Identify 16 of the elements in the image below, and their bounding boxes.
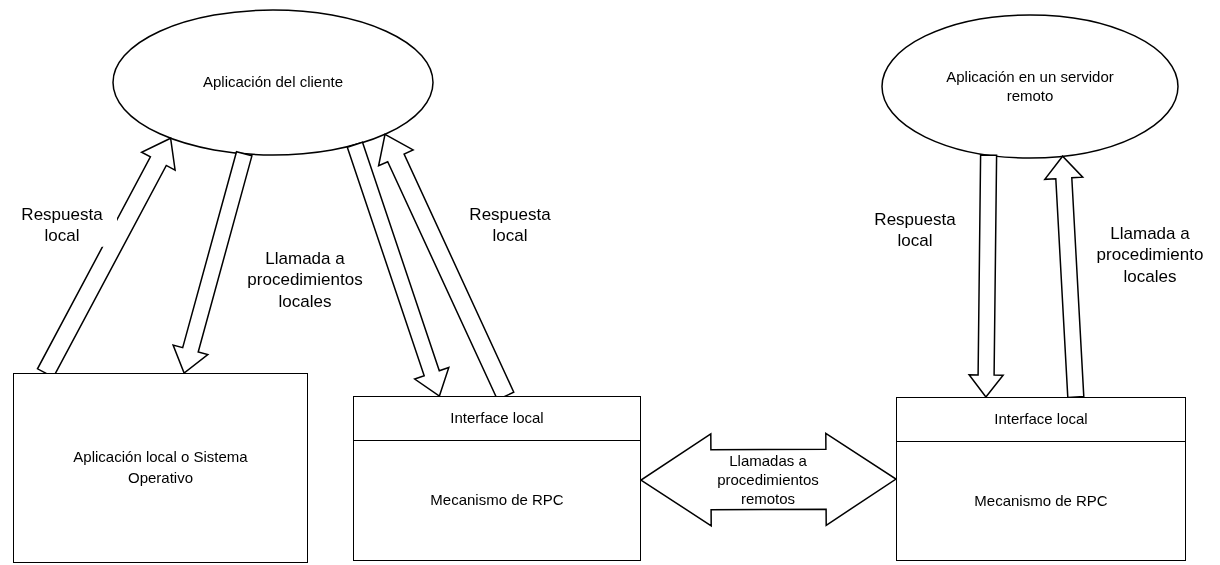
node-label: Aplicación en un servidor remoto	[946, 67, 1114, 106]
compartment-label: Interface local	[994, 409, 1088, 430]
compartment-label: Mecanismo de RPC	[430, 490, 564, 511]
block-arrow	[967, 154, 1005, 399]
compartment-label: Mecanismo de RPC	[974, 490, 1108, 511]
ellipse-node	[881, 14, 1179, 159]
compartment-label: Interface local	[450, 408, 544, 429]
block-arrow	[171, 150, 253, 375]
node-label: Aplicación local o Sistema Operativo	[72, 447, 249, 488]
block-arrow	[346, 141, 450, 398]
ellipse-node	[112, 9, 434, 156]
node-label: Aplicación del cliente	[202, 73, 344, 92]
process-box	[13, 373, 308, 563]
block-arrow	[1043, 155, 1085, 399]
component-box	[353, 396, 641, 561]
component-box	[896, 397, 1186, 561]
